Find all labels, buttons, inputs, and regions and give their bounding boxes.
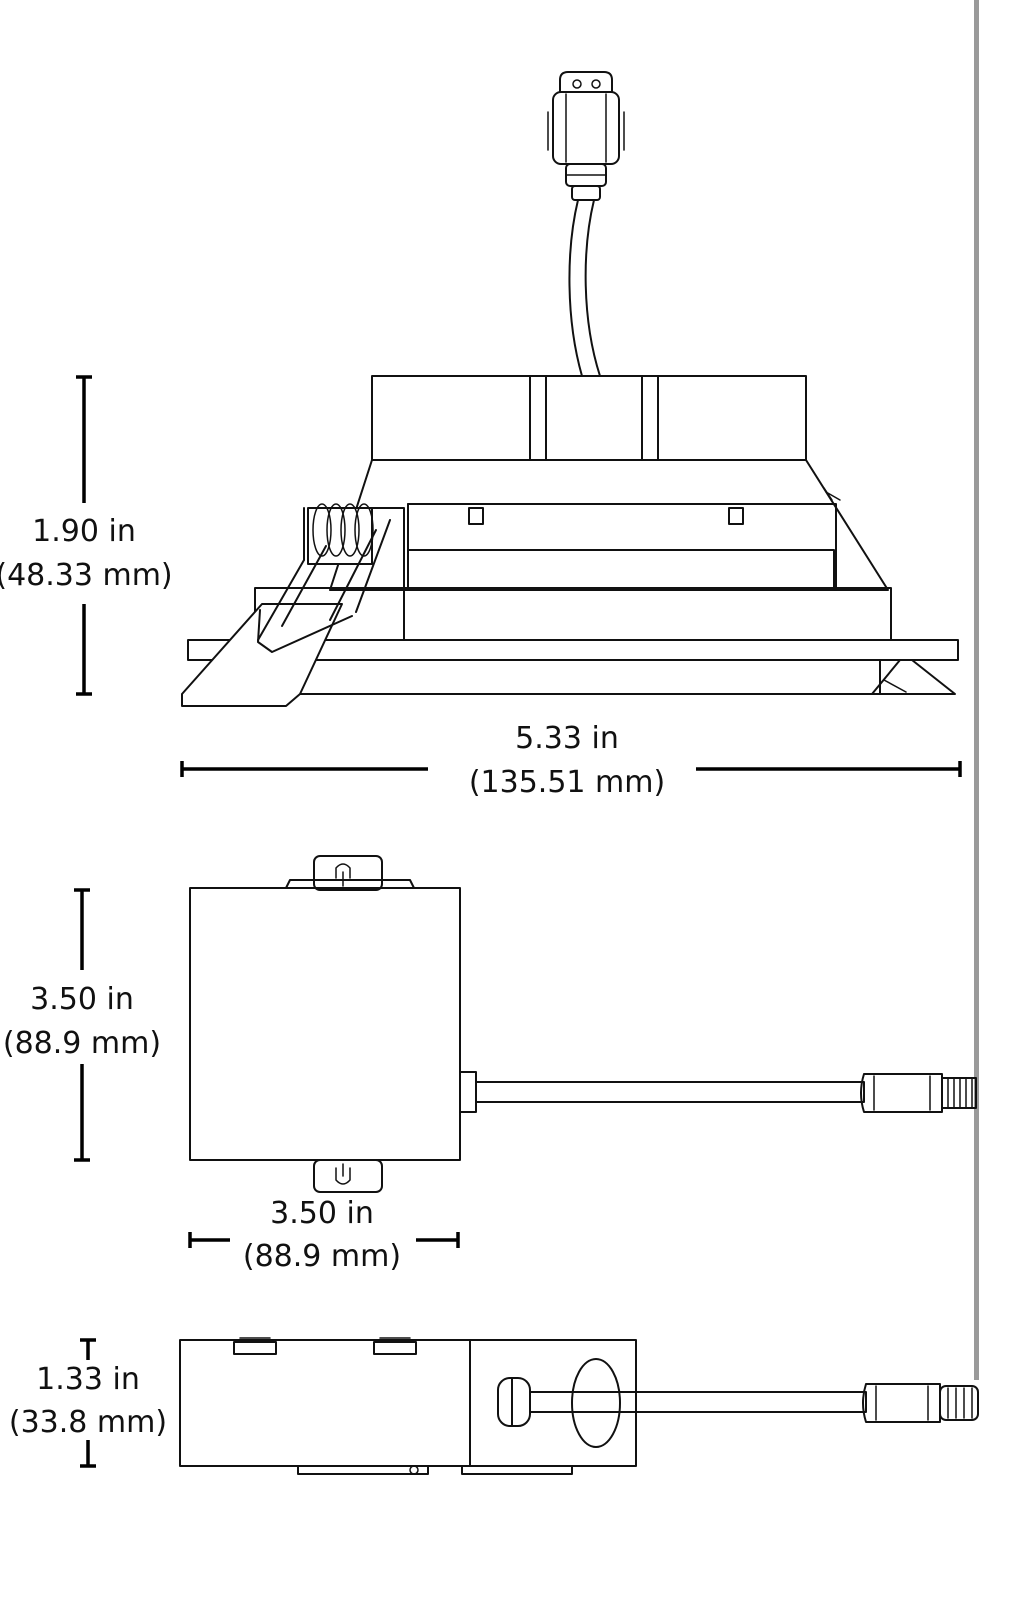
box-height-metric: (88.9 mm): [3, 1026, 161, 1061]
dim-box-depth: [80, 1338, 96, 1468]
fixture-width-metric: (135.51 mm): [469, 765, 665, 800]
junction-box-top-view: 3.50 in (88.9 mm) 3.50 in (88.9 mm): [3, 855, 977, 1274]
trim-flange: [187, 639, 959, 661]
box-width-metric: (88.9 mm): [243, 1239, 401, 1274]
torsion-spring-clip: [181, 503, 405, 707]
fixture-width-imperial: 5.33 in: [515, 721, 619, 756]
right-edge-bar: [974, 0, 979, 1380]
dim-box-width: [188, 1232, 460, 1248]
fixture-body: [329, 459, 889, 591]
fixture-height-imperial: 1.90 in: [32, 514, 136, 549]
box-cable: [475, 1081, 865, 1103]
box-width-imperial: 3.50 in: [270, 1196, 374, 1231]
dim-fixture-width: [180, 761, 962, 777]
fixture-cable: [568, 199, 583, 377]
side-cable: [529, 1391, 867, 1413]
box-depth-metric: (33.8 mm): [9, 1405, 167, 1440]
connector-plug: [547, 71, 625, 201]
dim-fixture-height: [76, 375, 92, 696]
fixture-side-view: 1.90 in (48.33 mm) 5.33 in (135.51 mm): [0, 71, 962, 800]
dim-box-height: [74, 888, 90, 1162]
fixture-height-metric: (48.33 mm): [0, 558, 173, 593]
driver-housing: [371, 375, 807, 461]
junction-box-side: [179, 1339, 637, 1467]
box-height-imperial: 3.50 in: [30, 982, 134, 1017]
junction-box-side-view: 1.33 in (33.8 mm): [9, 1337, 979, 1475]
junction-box: [189, 887, 461, 1161]
box-depth-imperial: 1.33 in: [36, 1362, 140, 1397]
